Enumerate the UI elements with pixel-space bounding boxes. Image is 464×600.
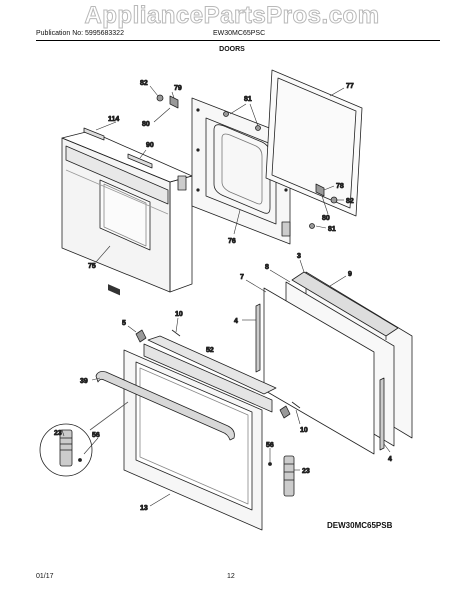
lower-glass-panels [263,271,413,455]
callout: 10 [175,311,183,318]
callout: 76 [228,238,236,245]
publication-number: Publication No: 5995683322 [36,30,124,37]
site-watermark: AppliancePartsPros.com [84,2,380,30]
hinge-bracket-right [281,221,291,237]
callout: 39 [80,378,88,385]
lower-door-front [123,343,273,531]
callout: 52 [206,347,214,354]
upper-glass-frame [265,69,363,217]
callout: 75 [88,263,96,270]
door-vent-trim [147,335,277,395]
page-number: 12 [227,573,235,580]
callout: 13 [140,505,148,512]
footer-date: 01/17 [36,573,54,580]
callout: 4 [234,318,238,325]
callout-leaders [61,85,391,507]
callout: 82 [140,80,148,87]
callout: 114 [108,116,119,123]
callout: 82 [346,198,354,205]
lower-hardware [135,329,301,419]
callout: 8 [265,264,269,271]
upper-door-front-panel [61,130,193,296]
callout: 4 [388,456,392,463]
callout: 90 [146,142,154,149]
callout: 5 [122,320,126,327]
callout: 23 [302,468,310,475]
hinge-detail-left [39,401,129,477]
callout: 80 [322,215,330,222]
callout: 78 [336,183,344,190]
door-seal-left [255,303,261,373]
hinge-right [268,455,295,497]
callout: 56 [92,432,100,439]
callout: 56 [266,442,274,449]
callout: 80 [142,121,150,128]
hinge-bracket-left [177,175,187,191]
callout: 9 [348,271,352,278]
callout: 81 [328,226,336,233]
door-seal-right [379,377,385,451]
callout: 81 [244,96,252,103]
upper-trim-strip [83,127,105,141]
model-number: EW30MC65PSC [213,30,266,37]
callout-labels: 82 79 80 81 77 114 90 78 82 80 81 76 75 … [54,80,393,513]
upper-hardware [156,94,338,229]
section-title: DOORS [219,46,245,53]
callout: 3 [297,253,301,260]
callout: 10 [300,427,308,434]
callout: 23 [54,430,62,437]
diagram-id: DEW30MC65PSB [327,521,393,530]
header-rule [36,40,440,41]
upper-trim-strip-right [127,153,153,169]
callout: 77 [346,83,354,90]
callout: 79 [174,85,182,92]
door-handle [95,371,235,441]
callout: 7 [240,274,244,281]
